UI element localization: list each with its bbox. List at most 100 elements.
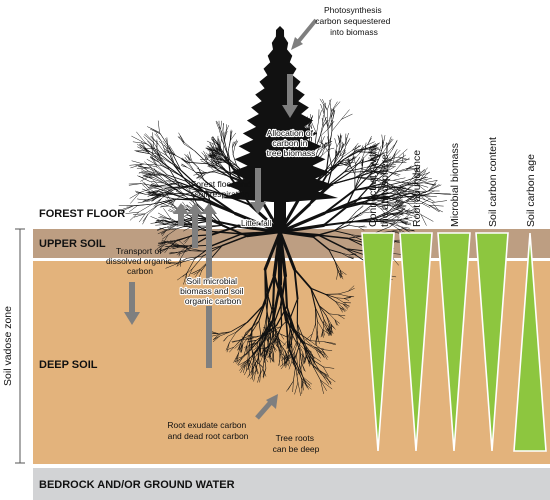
root-branch (251, 341, 259, 346)
root-branch (291, 340, 298, 354)
root-branch (192, 269, 201, 274)
microbial-soil-label: Soil microbial biomass and soil organic … (180, 276, 246, 306)
root-branch (368, 150, 377, 153)
root-branch (415, 190, 424, 198)
root-branch (291, 360, 297, 370)
root-branch (354, 176, 363, 190)
root-branch (167, 223, 179, 227)
root-branch (326, 98, 332, 111)
root-branch (413, 173, 422, 179)
root-branch (324, 341, 336, 344)
root-branch (381, 180, 386, 186)
root-branch (379, 171, 395, 185)
root-branch (220, 120, 222, 130)
root-branch (196, 172, 206, 175)
root-branch (348, 217, 356, 226)
root-branch (400, 226, 410, 229)
root-branch (334, 260, 341, 271)
root-branch (333, 224, 349, 232)
root-branch (152, 178, 166, 184)
root-branch (232, 146, 236, 156)
root-branch (357, 148, 370, 151)
root-branch (415, 164, 418, 174)
root-branch (208, 230, 243, 235)
root-branch (168, 189, 175, 194)
root-branch (154, 133, 162, 142)
root-branch (335, 297, 345, 303)
root-branch (159, 215, 171, 220)
root-branch (240, 363, 246, 373)
gradient-label: Soil carbon content (487, 137, 499, 227)
root-branch (361, 202, 374, 204)
root-branch (371, 151, 380, 156)
root-branch (321, 117, 324, 127)
root-branch (211, 211, 224, 226)
root-branch (359, 146, 367, 154)
root-branch (268, 325, 272, 342)
root-branch (343, 149, 358, 161)
process-labels: Photosynthesis carbon sequestered into b… (106, 5, 391, 454)
root-branch (397, 205, 406, 210)
root-branch (385, 209, 398, 215)
root-branch (161, 247, 170, 251)
root-branch (163, 208, 172, 219)
root-branch (299, 364, 302, 375)
root-branch (184, 142, 196, 152)
root-branch (152, 193, 163, 201)
root-branch (161, 189, 174, 199)
root-branch (362, 157, 364, 167)
root-branch (211, 154, 217, 156)
root-branch (287, 344, 292, 358)
root-branch (280, 343, 283, 357)
root-branch (161, 155, 182, 171)
root-branch (267, 327, 270, 343)
root-branch (326, 315, 331, 326)
root-branch (380, 208, 388, 211)
root-branch (132, 141, 147, 144)
root-branch (334, 149, 337, 157)
root-branch (360, 165, 372, 169)
root-branch (212, 335, 220, 343)
root-branch (333, 219, 350, 232)
root-branch (154, 174, 168, 184)
root-branch (319, 128, 329, 137)
root-branch (354, 175, 360, 190)
root-branch (326, 171, 345, 187)
gradient-triangle (513, 232, 547, 452)
root-branch (349, 171, 366, 173)
root-branch (189, 191, 199, 207)
root-branch (383, 156, 392, 163)
root-branch (187, 163, 195, 172)
root-branch (300, 362, 302, 374)
gradient-triangle (399, 232, 433, 452)
root-branch (290, 298, 299, 318)
root-branch (258, 320, 262, 337)
root-branch (279, 361, 288, 367)
root-branch (217, 138, 220, 147)
root-branch (161, 234, 169, 240)
litter-fall-label: Litter fall (241, 219, 271, 228)
root-branch (330, 101, 338, 113)
root-branch (324, 373, 336, 383)
root-branch (327, 147, 335, 150)
root-branch (172, 247, 179, 250)
root-branch (186, 268, 193, 282)
root-branch (277, 326, 282, 338)
root-branch (419, 170, 427, 182)
root-branch (133, 213, 146, 215)
root-branch (148, 172, 158, 178)
root-branch (337, 291, 349, 295)
root-branch (296, 341, 301, 354)
root-branch (407, 196, 417, 204)
root-branch (322, 99, 328, 111)
root-branch (330, 101, 341, 113)
root-branch (234, 357, 243, 362)
root-branch (322, 329, 325, 336)
root-branch (296, 364, 303, 382)
root-branch (378, 168, 389, 172)
root-branch (191, 159, 199, 168)
root-branch (229, 331, 237, 343)
root-branch (264, 313, 268, 326)
vadose-zone-label: Soil vadose zone (2, 306, 14, 386)
